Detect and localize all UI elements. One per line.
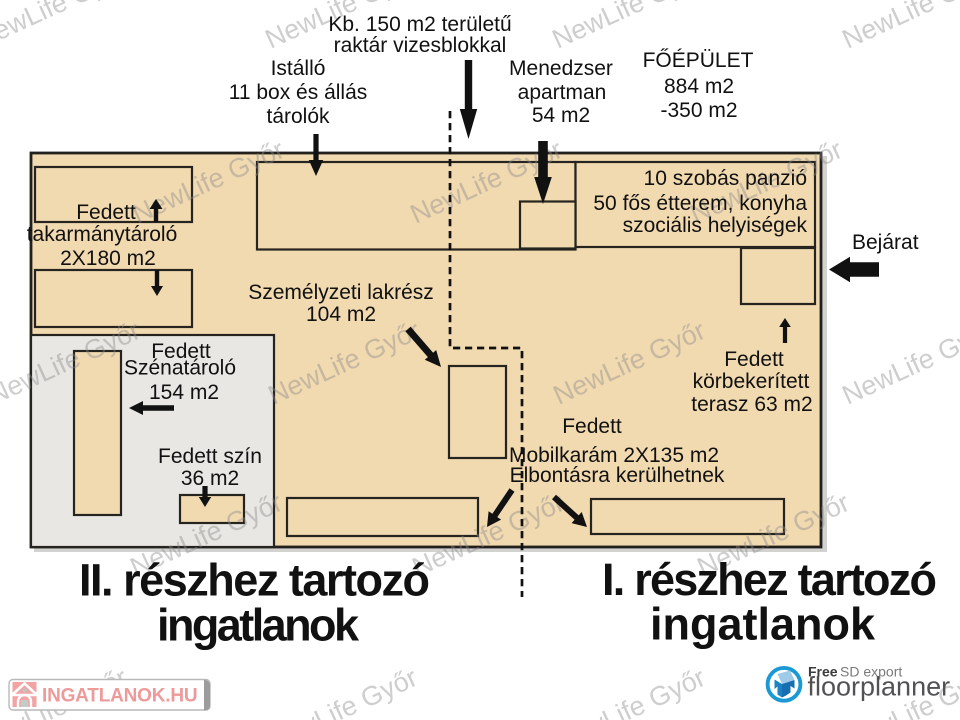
svg-text:takarmánytároló: takarmánytároló — [27, 223, 178, 246]
svg-text:2X180 m2: 2X180 m2 — [60, 247, 156, 270]
svg-text:SD export: SD export — [840, 664, 902, 680]
svg-text:apartman: apartman — [518, 81, 607, 104]
svg-text:Mobilkarám 2X135 m2: Mobilkarám 2X135 m2 — [509, 444, 719, 467]
svg-text:körbekerített: körbekerített — [693, 370, 810, 393]
svg-text:FŐÉPÜLET: FŐÉPÜLET — [643, 49, 754, 72]
svg-text:INGATLANOK.HU: INGATLANOK.HU — [42, 686, 197, 707]
svg-text:ingatlanok: ingatlanok — [650, 599, 876, 650]
svg-text:50 fős étterem, konyha: 50 fős étterem, konyha — [593, 192, 807, 215]
svg-text:Menedzser: Menedzser — [509, 57, 613, 80]
svg-text:Fedett: Fedett — [151, 340, 211, 363]
svg-text:Fedett: Fedett — [562, 415, 622, 438]
svg-text:104 m2: 104 m2 — [306, 303, 376, 326]
svg-text:terasz 63 m2: terasz 63 m2 — [691, 393, 812, 416]
svg-text:floorplanner: floorplanner — [808, 672, 951, 702]
svg-text:Istálló: Istálló — [271, 57, 326, 80]
svg-text:Elbontásra kerülhetnek: Elbontásra kerülhetnek — [510, 464, 725, 487]
svg-text:Fedett: Fedett — [724, 348, 784, 371]
svg-text:Fedett szín: Fedett szín — [158, 445, 262, 468]
svg-text:36 m2: 36 m2 — [181, 467, 239, 490]
svg-text:tárolók: tárolók — [266, 105, 330, 128]
svg-text:Bejárat: Bejárat — [852, 231, 919, 254]
svg-text:884 m2: 884 m2 — [664, 75, 734, 98]
svg-text:11 box és állás: 11 box és állás — [229, 81, 368, 104]
svg-text:szociális helyiségek: szociális helyiségek — [623, 214, 808, 237]
svg-text:Fedett: Fedett — [76, 201, 136, 224]
svg-text:Free: Free — [808, 664, 838, 680]
svg-text:Kb. 150 m2 területű: Kb. 150 m2 területű — [328, 13, 511, 36]
svg-text:Szénatároló: Szénatároló — [124, 357, 236, 380]
svg-text:Személyzeti lakrész: Személyzeti lakrész — [248, 281, 434, 304]
svg-text:II. részhez tartozó: II. részhez tartozó — [79, 555, 430, 606]
svg-text:ingatlanok: ingatlanok — [157, 600, 360, 651]
svg-text:I. részhez tartozó: I. részhez tartozó — [602, 554, 937, 605]
svg-text:54 m2: 54 m2 — [532, 104, 590, 127]
svg-text:-350 m2: -350 m2 — [660, 99, 737, 122]
svg-text:10 szobás panzió: 10 szobás panzió — [644, 167, 807, 190]
svg-text:154 m2: 154 m2 — [149, 381, 219, 404]
svg-text:raktár vizesblokkal: raktár vizesblokkal — [334, 34, 507, 57]
